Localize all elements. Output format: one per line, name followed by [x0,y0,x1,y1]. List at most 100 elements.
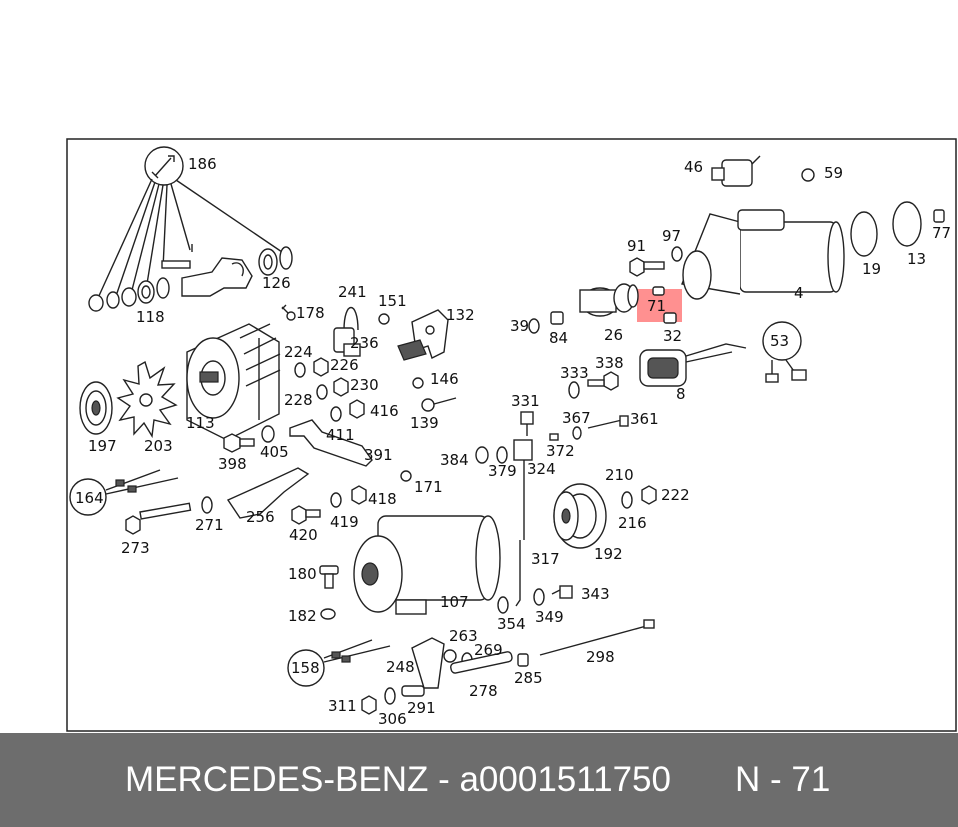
part-label-354: 354 [497,615,526,633]
starter-4 [681,209,845,300]
nut-222 [641,485,657,505]
part-label-285: 285 [514,669,543,687]
nut-384 [475,446,489,464]
part-label-391: 391 [364,446,393,464]
bush-32 [663,312,677,324]
parts-diagram: 1861181261782411511322362242262302284164… [66,138,957,732]
part-label-372: 372 [546,442,575,460]
part-label-226: 226 [330,356,359,374]
bracket-132 [397,309,449,361]
part-label-139: 139 [410,414,439,432]
part-label-311: 311 [328,697,357,715]
field-coil-8 [639,343,747,387]
part-label-126: 126 [262,274,291,292]
part-label-419: 419 [330,513,359,531]
bolt-91 [629,257,665,277]
washer-419 [330,492,342,508]
part-label-39: 39 [510,317,529,335]
bolt-317 [515,540,521,607]
part-label-182: 182 [288,607,317,625]
ring-39 [528,318,540,334]
part-label-164: 164 [75,489,104,507]
bolt-420 [291,505,321,525]
washer-354 [497,596,509,614]
ring-19 [850,211,878,257]
part-label-216: 216 [618,514,647,532]
part-label-203: 203 [144,437,173,455]
part-label-146: 146 [430,370,459,388]
washer-228 [316,384,328,400]
part-label-269: 269 [474,641,503,659]
terminal-324 [513,439,533,540]
part-label-132: 132 [446,306,475,324]
part-label-26: 26 [604,326,623,344]
part-label-317: 317 [531,550,560,568]
nut-230 [333,377,349,397]
part-label-118: 118 [136,308,165,326]
pulley-192 [553,483,607,549]
part-label-278: 278 [469,682,498,700]
part-label-46: 46 [684,158,703,176]
bush-71 [652,286,665,296]
part-label-343: 343 [581,585,610,603]
bracket-248 [411,637,445,689]
tool-186-group [88,146,296,321]
part-label-291: 291 [407,699,436,717]
condenser-236 [333,307,361,357]
nut-226 [313,357,329,377]
part-label-236: 236 [350,334,379,352]
nut-311 [361,695,377,715]
bush-291 [401,685,425,697]
part-label-263: 263 [449,627,478,645]
part-label-241: 241 [338,283,367,301]
part-label-178: 178 [296,304,325,322]
generator-107 [353,515,501,615]
clip-171 [400,470,412,482]
part-label-8: 8 [676,385,686,403]
bolt-338 [587,371,619,391]
nut-59 [801,168,815,182]
bolt-331 [520,411,534,436]
nut-418 [351,485,367,505]
part-label-298: 298 [586,648,615,666]
nut-151 [378,313,390,325]
part-label-230: 230 [350,376,379,394]
part-label-171: 171 [414,478,443,496]
nut-416 [349,399,365,419]
part-label-306: 306 [378,710,407,728]
part-label-180: 180 [288,565,317,583]
sleeve-367 [549,433,559,441]
part-number-text: MERCEDES-BENZ - a0001511750 [125,760,671,799]
footer-bar: MERCEDES-BENZ - a0001511750 N - 71 [0,733,958,827]
part-label-418: 418 [368,490,397,508]
cable-164 [69,469,179,516]
washer-405 [261,425,275,443]
part-label-248: 248 [386,658,415,676]
part-label-228: 228 [284,391,313,409]
part-label-361: 361 [630,410,659,428]
part-label-197: 197 [88,437,117,455]
cable-158 [287,639,391,687]
part-label-331: 331 [511,392,540,410]
part-label-333: 333 [560,364,589,382]
screw-180 [319,565,339,589]
part-label-13: 13 [907,250,926,268]
washer-379 [496,446,508,464]
washer-333 [568,381,580,399]
part-label-411: 411 [326,426,355,444]
part-label-59: 59 [824,164,843,182]
part-label-4: 4 [794,284,804,302]
washer-372 [572,426,582,440]
part-label-324: 324 [527,460,556,478]
part-label-32: 32 [663,327,682,345]
washer-349 [533,588,545,606]
part-label-367: 367 [562,409,591,427]
part-label-222: 222 [661,486,690,504]
part-label-186: 186 [188,155,217,173]
bolt-398 [223,433,255,453]
cable-53 [762,321,807,383]
part-label-84: 84 [549,329,568,347]
part-label-349: 349 [535,608,564,626]
ring-13 [892,201,922,247]
bolt-343 [551,585,573,599]
